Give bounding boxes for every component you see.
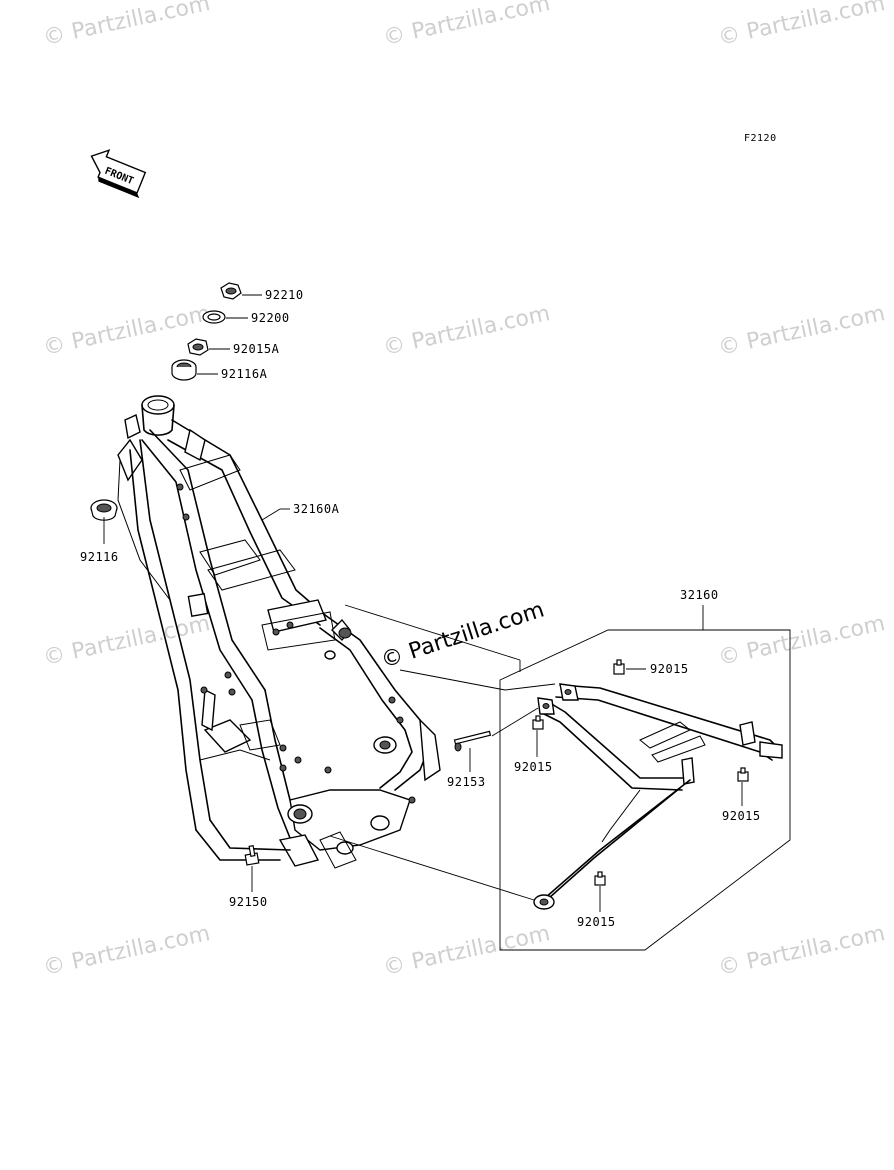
watermark: © Partzilla.com [41,0,212,51]
subframe-box [499,629,791,951]
watermark: © Partzilla.com [381,921,552,981]
label-92153[interactable]: 92153 [447,775,486,789]
label-92015-c[interactable]: 92015 [722,809,761,823]
part-labels: 92210 92200 92015A 92116A 32160A 92116 3… [80,288,761,929]
bolt-92150[interactable] [244,845,260,866]
watermark: © Partzilla.com [41,611,212,671]
watermark: © Partzilla.com [716,301,887,361]
diagram-code: F2120 [744,133,777,144]
nut-92015A[interactable] [187,338,209,356]
label-92200[interactable]: 92200 [251,311,290,325]
nut-92210[interactable] [220,282,242,300]
bolt-92153[interactable] [453,730,492,752]
label-92210[interactable]: 92210 [265,288,304,302]
brand-watermark: © Partzilla.com [378,597,547,673]
watermark: © Partzilla.com [41,921,212,981]
label-92015-a[interactable]: 92015 [650,662,689,676]
watermark: © Partzilla.com [716,921,887,981]
watermark: © Partzilla.com [716,611,887,671]
watermark: © Partzilla.com [381,0,552,51]
label-92015-b[interactable]: 92015 [514,760,553,774]
main-frame-32160A[interactable] [117,395,441,869]
watermark-layer: © Partzilla.com © Partzilla.com © Partzi… [41,0,887,981]
label-92116A[interactable]: 92116A [221,367,268,381]
watermark: © Partzilla.com [41,301,212,361]
washer-92200[interactable] [202,310,226,324]
bolt-92015-c[interactable] [737,767,749,782]
watermark: © Partzilla.com [716,0,887,51]
leader-lines [103,294,743,912]
front-arrow-icon: FRONT [90,149,147,199]
bolt-92015-a[interactable] [613,659,625,675]
label-32160[interactable]: 32160 [680,588,719,602]
label-32160A[interactable]: 32160A [293,502,340,516]
bolt-92015-d[interactable] [594,871,606,886]
rear-subframe-32160[interactable] [533,683,783,910]
bearing-92116[interactable] [90,499,118,521]
label-92150[interactable]: 92150 [229,895,268,909]
label-92015A[interactable]: 92015A [233,342,280,356]
bolt-92015-b[interactable] [532,715,544,730]
label-92015-d[interactable]: 92015 [577,915,616,929]
watermark: © Partzilla.com [381,301,552,361]
bearing-92116A[interactable] [171,359,197,381]
label-92116[interactable]: 92116 [80,550,119,564]
